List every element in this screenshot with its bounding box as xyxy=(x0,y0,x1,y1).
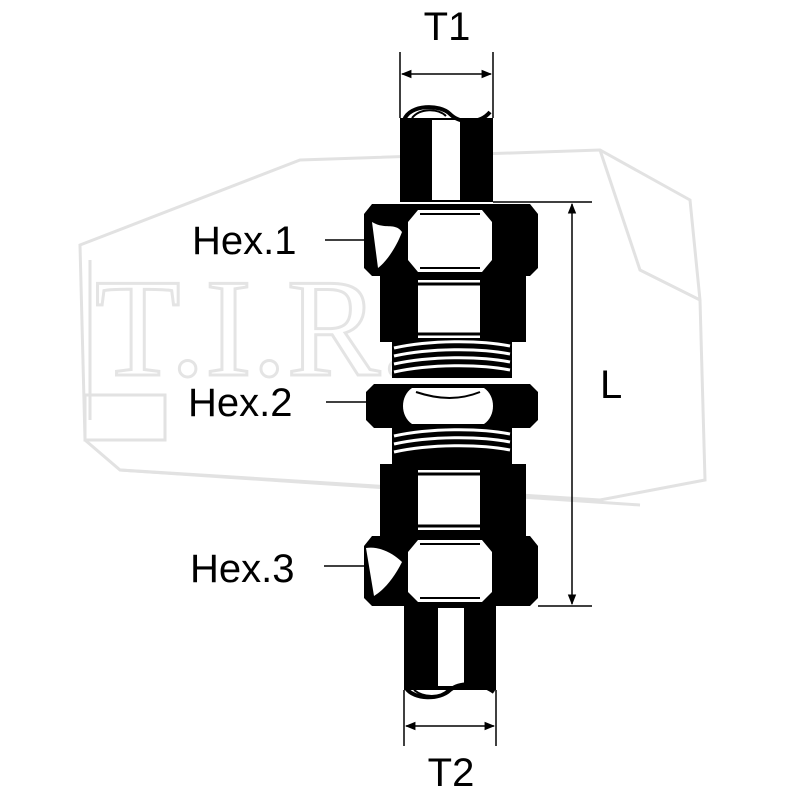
tube-bottom xyxy=(404,606,496,700)
hex-labels: Hex.1 Hex.2 Hex.3 xyxy=(188,219,368,591)
label-hex-1: Hex.1 xyxy=(192,219,297,263)
label-t1: T1 xyxy=(424,5,471,49)
label-t2: T2 xyxy=(428,751,475,795)
hex-nut-1 xyxy=(364,204,538,276)
body-upper xyxy=(380,276,526,342)
watermark-truck: T.I.R. xyxy=(78,148,707,507)
body-lower xyxy=(380,464,526,536)
watermark-text: T.I.R. xyxy=(95,251,415,406)
label-hex-2: Hex.2 xyxy=(188,381,293,425)
tube-top xyxy=(400,105,493,202)
label-hex-3: Hex.3 xyxy=(190,547,295,591)
label-l: L xyxy=(600,363,622,407)
thread-lower xyxy=(392,428,512,464)
hex-nut-3 xyxy=(364,536,538,606)
dimension-t1: T1 xyxy=(399,5,494,118)
thread-upper xyxy=(392,340,512,378)
dimension-l: L xyxy=(493,201,622,607)
dimension-t2: T2 xyxy=(403,690,497,795)
hex-nut-2 xyxy=(366,384,538,428)
